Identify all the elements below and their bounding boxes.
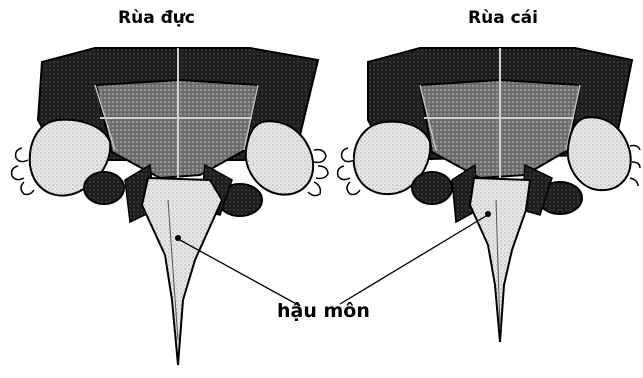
female-turtle — [338, 48, 640, 342]
male-anus-pointer — [180, 240, 300, 306]
anus-label: hậu môn — [277, 300, 370, 322]
female-right-leg — [568, 117, 631, 190]
female-anus-pointer — [340, 216, 486, 304]
male-tail — [142, 178, 222, 365]
male-turtle-label: Rùa đực — [118, 8, 195, 28]
female-turtle-label: Rùa cái — [468, 8, 538, 28]
male-right-leg — [246, 121, 313, 194]
